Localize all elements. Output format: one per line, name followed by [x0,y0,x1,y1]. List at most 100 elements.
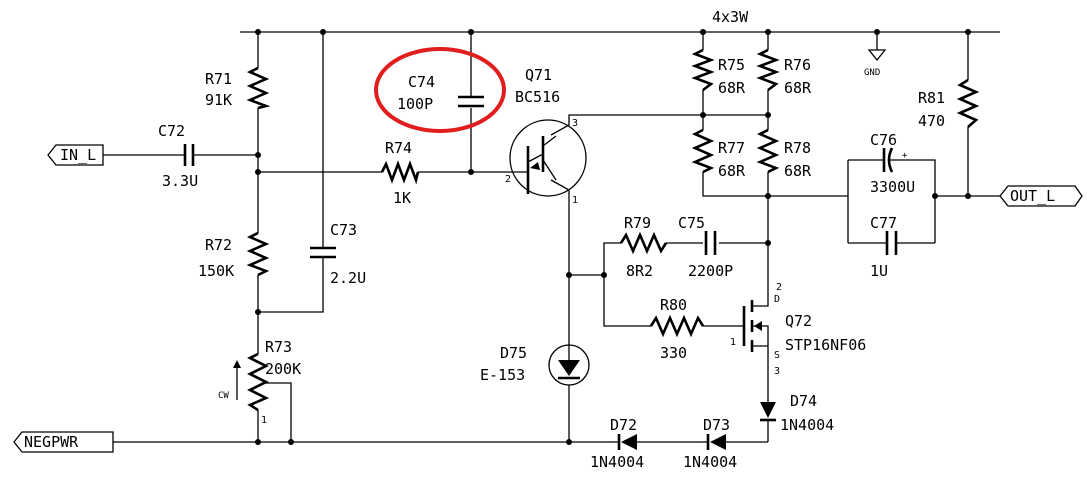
r76-ref: R76 [784,56,811,74]
junction [601,272,607,278]
c77-value: 1U [870,262,888,280]
r79-value: 8R2 [626,262,653,280]
c72-ref: C72 [158,122,185,140]
rail-label: 4x3W [712,8,749,26]
r72-ref: R72 [205,236,232,254]
q72-pin-s: S [774,350,780,361]
junction [765,29,771,35]
capacitor-c72: C72 3.3U [158,122,200,190]
d72-value: 1N4004 [590,453,644,471]
junction [700,29,706,35]
wire-c76-c77-left [847,159,880,244]
junction [566,272,572,278]
transistor-q72: 1 D S 2 3 Q72 STP16NF06 [730,282,866,377]
junction [765,193,771,199]
c75-value: 2200P [688,262,733,280]
junction [255,309,261,315]
gnd-label: GND [864,68,880,78]
c73-ref: C73 [330,221,357,239]
capacitor-c76: + C76 3300U [870,131,915,196]
q71-pin1: 1 [572,195,578,206]
d73-value: 1N4004 [683,453,737,471]
r71-value: 91K [205,91,232,109]
resistor-r75: R75 68R [691,48,746,97]
wires [103,31,1000,443]
d73-ref: D73 [703,416,730,434]
d72-ref: D72 [610,416,637,434]
port-in-label: IN_L [60,146,96,164]
port-out-label: OUT_L [1010,187,1055,205]
r78-value: 68R [784,162,812,180]
d75-value: E-153 [480,366,525,384]
r80-ref: R80 [660,296,687,314]
c76-ref: C76 [870,131,897,149]
junction [255,29,261,35]
junction [765,112,771,118]
r71-ref: R71 [205,70,232,88]
capacitor-c74: C74 100P [397,73,484,113]
junction [965,29,971,35]
r72-value: 150K [198,262,234,280]
junction [320,29,326,35]
c74-value: 100P [397,95,433,113]
r73-ref: R73 [265,338,292,356]
wire-r79-branch [569,242,621,276]
resistor-r71: R71 91K [205,66,271,110]
r76-value: 68R [784,79,812,97]
wire-r77-bottom [702,172,768,197]
r79-ref: R79 [624,214,651,232]
junction [288,439,294,445]
r74-value: 1K [393,189,411,207]
gnd-symbol: GND [864,49,887,78]
q72-pin3: 3 [774,366,780,377]
junction [255,439,261,445]
r73-value: 200K [265,360,301,378]
junctions [255,29,971,445]
resistor-r77: R77 68R [691,128,746,180]
r80-value: 330 [660,344,687,362]
transistor-q71: 2 3 1 Q71 BC516 [505,66,587,206]
r75-ref: R75 [718,56,745,74]
r73-pin1: 1 [261,415,267,426]
junction [965,193,971,199]
port-in-l: IN_L [47,144,104,166]
r81-ref: R81 [918,89,945,107]
capacitor-c73: C73 2.2U [310,221,366,287]
junction [255,152,261,158]
junction [765,240,771,246]
capacitor-c75: C75 2200P [678,214,733,280]
c75-ref: C75 [678,214,705,232]
r74-ref: R74 [385,139,412,157]
junction [566,439,572,445]
diode-d72: D72 1N4004 [590,416,644,471]
junction [468,29,474,35]
c73-value: 2.2U [330,269,366,287]
q71-pin3: 3 [572,118,578,129]
wire-q71-emitter [550,179,570,345]
q71-pin2: 2 [505,174,511,185]
d74-ref: D74 [790,392,817,410]
diode-d73: D73 1N4004 [683,416,737,471]
r75-value: 68R [718,79,746,97]
junction [255,169,261,175]
highlight-ellipse [374,47,506,133]
c76-polarity: + [902,151,908,161]
wire-c76-c77-right [895,159,1000,244]
q72-pin1: 1 [730,337,736,348]
d75-ref: D75 [500,344,527,362]
q72-value: STP16NF06 [785,336,866,354]
wire-q71-collector [550,114,768,136]
r78-ref: R78 [784,139,811,157]
capacitor-c77: C77 1U [870,214,902,280]
q72-ref: Q72 [785,312,812,330]
c76-value: 3300U [870,178,915,196]
r77-ref: R77 [718,139,745,157]
port-negpwr: NEGPWR [13,431,114,453]
wire-c73 [258,32,324,313]
c72-value: 3.3U [162,172,198,190]
port-neg-label: NEGPWR [24,433,79,451]
q72-pin2: 2 [776,282,782,293]
resistor-r76: R76 68R [756,48,812,97]
diode-d75: D75 E-153 [480,344,590,386]
r81-value: 470 [918,112,945,130]
